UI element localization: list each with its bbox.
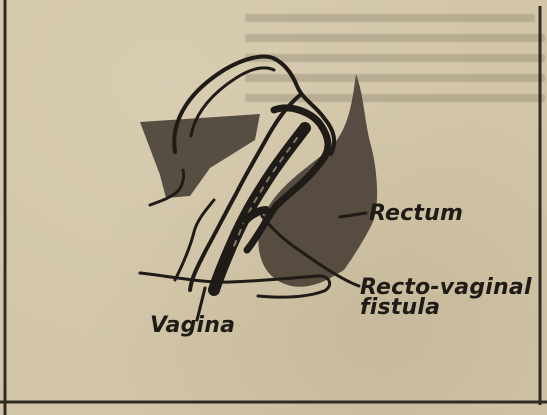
fistula-label-line2: fistula	[360, 298, 532, 318]
recto-vaginal-fistula-label: Recto-vaginal fistula	[360, 278, 532, 318]
vagina-label: Vagina	[150, 315, 235, 337]
lower-left-contour	[175, 200, 214, 280]
rectum-label: Rectum	[369, 203, 463, 225]
